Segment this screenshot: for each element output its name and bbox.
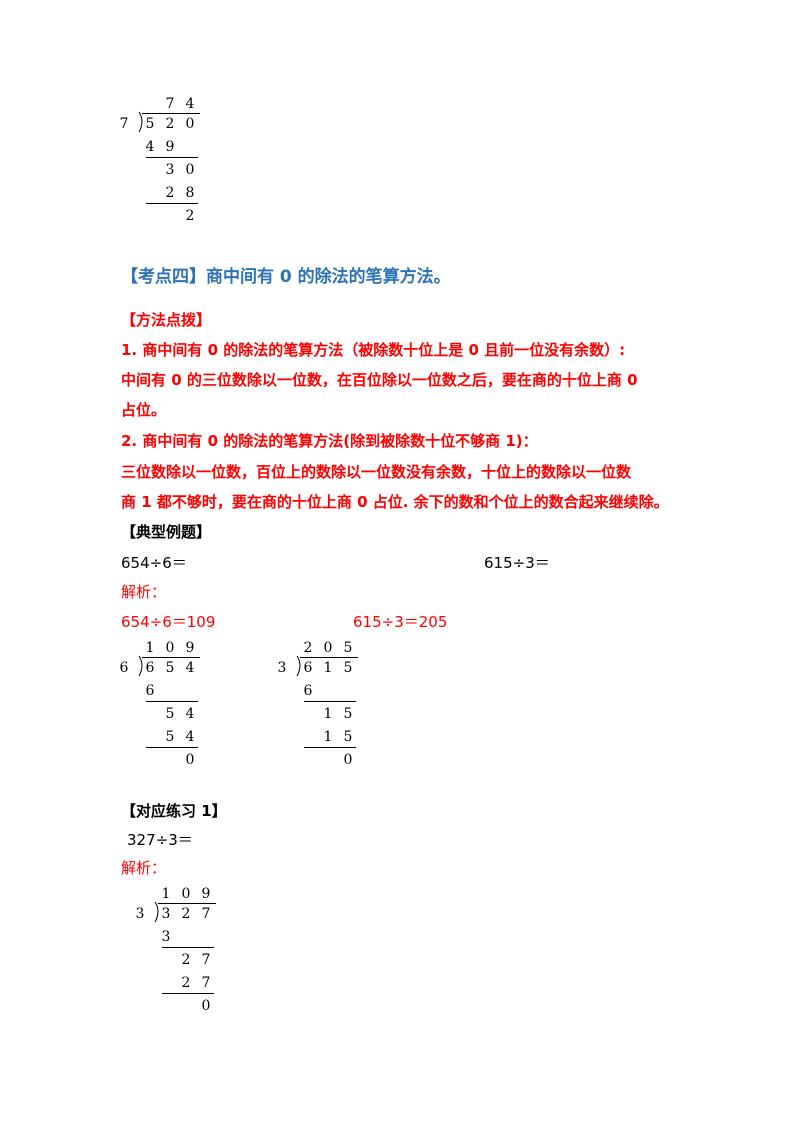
step-digit: 4 <box>185 729 195 745</box>
quotient-digit: 1 <box>161 886 171 902</box>
division-line <box>146 157 198 158</box>
divisor: 3 <box>135 906 145 922</box>
quotient-digit: 7 <box>165 96 175 112</box>
quotient-digit: 5 <box>343 640 353 656</box>
division-line <box>146 203 198 204</box>
quotient-digit: 0 <box>181 886 191 902</box>
step-digit: 5 <box>343 706 353 722</box>
method-line: 中间有 0 的三位数除以一位数，在百位除以一位数之后，要在商的十位上商 0 <box>121 371 638 389</box>
step-digit: 2 <box>185 208 195 224</box>
division-bracket <box>138 111 143 133</box>
method-label: 【方法点拨】 <box>121 311 212 329</box>
step-digit: 0 <box>185 752 195 768</box>
step-digit: 4 <box>145 139 155 155</box>
step-digit: 2 <box>181 975 191 991</box>
method-line: 2. 商中间有 0 的除法的笔算方法(除到被除数十位不够商 1)： <box>121 432 538 450</box>
dividend-digit: 2 <box>181 906 191 922</box>
example-question-1: 654÷6＝ <box>121 554 187 572</box>
step-digit: 4 <box>185 706 195 722</box>
dividend-digit: 4 <box>185 660 195 676</box>
division-line <box>146 747 198 748</box>
divisor: 6 <box>119 660 129 676</box>
step-digit: 3 <box>161 929 171 945</box>
quotient-digit: 9 <box>185 640 195 656</box>
quotient-digit: 1 <box>145 640 155 656</box>
step-digit: 1 <box>323 706 333 722</box>
step-digit: 0 <box>185 162 195 178</box>
step-digit: 5 <box>165 706 175 722</box>
step-digit: 2 <box>181 952 191 968</box>
division-line <box>162 947 214 948</box>
dividend-digit: 0 <box>185 116 195 132</box>
division-line <box>142 113 200 114</box>
step-digit: 3 <box>165 162 175 178</box>
practice-analysis-label: 解析： <box>121 859 167 877</box>
quotient-digit: 9 <box>201 886 211 902</box>
step-digit: 6 <box>145 683 155 699</box>
dividend-digit: 7 <box>201 906 211 922</box>
step-digit: 7 <box>201 975 211 991</box>
divisor: 3 <box>277 660 287 676</box>
step-digit: 6 <box>303 683 313 699</box>
step-digit: 7 <box>201 952 211 968</box>
division-line <box>158 903 216 904</box>
step-digit: 5 <box>165 729 175 745</box>
dividend-digit: 5 <box>145 116 155 132</box>
analysis-label: 解析： <box>121 583 167 601</box>
step-digit: 5 <box>343 729 353 745</box>
division-line <box>142 657 200 658</box>
division-line <box>146 701 198 702</box>
example-answer-2: 615÷3＝205 <box>353 613 448 631</box>
dividend-digit: 5 <box>343 660 353 676</box>
method-line: 占位。 <box>121 401 167 419</box>
section-heading: 【考点四】商中间有 0 的除法的笔算方法。 <box>121 267 451 287</box>
example-question-2: 615÷3＝ <box>484 554 550 572</box>
step-digit: 2 <box>165 185 175 201</box>
quotient-digit: 0 <box>165 640 175 656</box>
division-line <box>304 701 356 702</box>
quotient-digit: 0 <box>323 640 333 656</box>
dividend-digit: 6 <box>303 660 313 676</box>
practice-label: 【对应练习 1】 <box>121 802 227 820</box>
method-line: 三位数除以一位数，百位上的数除以一位数没有余数，十位上的数除以一位数 <box>121 463 632 481</box>
step-digit: 0 <box>201 998 211 1014</box>
division-line <box>304 747 356 748</box>
division-line <box>300 657 358 658</box>
step-digit: 8 <box>185 185 195 201</box>
step-digit: 1 <box>323 729 333 745</box>
method-line: 1. 商中间有 0 的除法的笔算方法（被除数十位上是 0 且前一位没有余数）: <box>121 341 626 359</box>
quotient-digit: 2 <box>303 640 313 656</box>
example-label: 【典型例题】 <box>121 523 212 541</box>
dividend-digit: 3 <box>161 906 171 922</box>
divisor: 7 <box>119 116 129 132</box>
step-digit: 0 <box>343 752 353 768</box>
practice-question: 327÷3＝ <box>127 831 193 849</box>
step-digit: 9 <box>165 139 175 155</box>
division-bracket <box>138 655 143 677</box>
division-bracket <box>154 901 159 923</box>
dividend-digit: 5 <box>165 660 175 676</box>
dividend-digit: 6 <box>145 660 155 676</box>
dividend-digit: 2 <box>165 116 175 132</box>
division-bracket <box>296 655 301 677</box>
division-line <box>162 993 214 994</box>
dividend-digit: 1 <box>323 660 333 676</box>
method-line: 商 1 都不够时，要在商的十位上商 0 占位. 余下的数和个位上的数合起来继续除… <box>121 493 669 511</box>
quotient-digit: 4 <box>185 96 195 112</box>
example-answer-1: 654÷6＝109 <box>121 613 216 631</box>
